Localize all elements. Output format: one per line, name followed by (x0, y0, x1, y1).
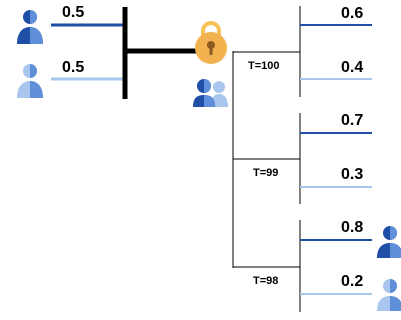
right-tree (232, 6, 372, 312)
branch-3-lower-value: 0.2 (341, 273, 364, 290)
person-light-icon (17, 64, 43, 98)
t-label-100: T=100 (248, 60, 280, 72)
branch-2-upper-value: 0.7 (341, 112, 364, 129)
branch-2-lower-value: 0.3 (341, 166, 364, 183)
t-label-98: T=98 (253, 275, 279, 287)
padlock-icon (195, 21, 227, 64)
person-dark-icon (377, 226, 401, 258)
person-light-icon (377, 279, 401, 311)
branch-3-upper-value: 0.8 (341, 219, 364, 236)
left-top-value: 0.5 (62, 4, 85, 21)
branch-1-upper-value: 0.6 (341, 5, 364, 22)
t-label-99: T=99 (253, 167, 279, 179)
person-dark-icon (17, 10, 43, 44)
left-tree (17, 7, 196, 99)
branch-1-lower-value: 0.4 (341, 59, 364, 76)
two-people-icon (193, 79, 228, 107)
left-bottom-value: 0.5 (62, 59, 85, 76)
